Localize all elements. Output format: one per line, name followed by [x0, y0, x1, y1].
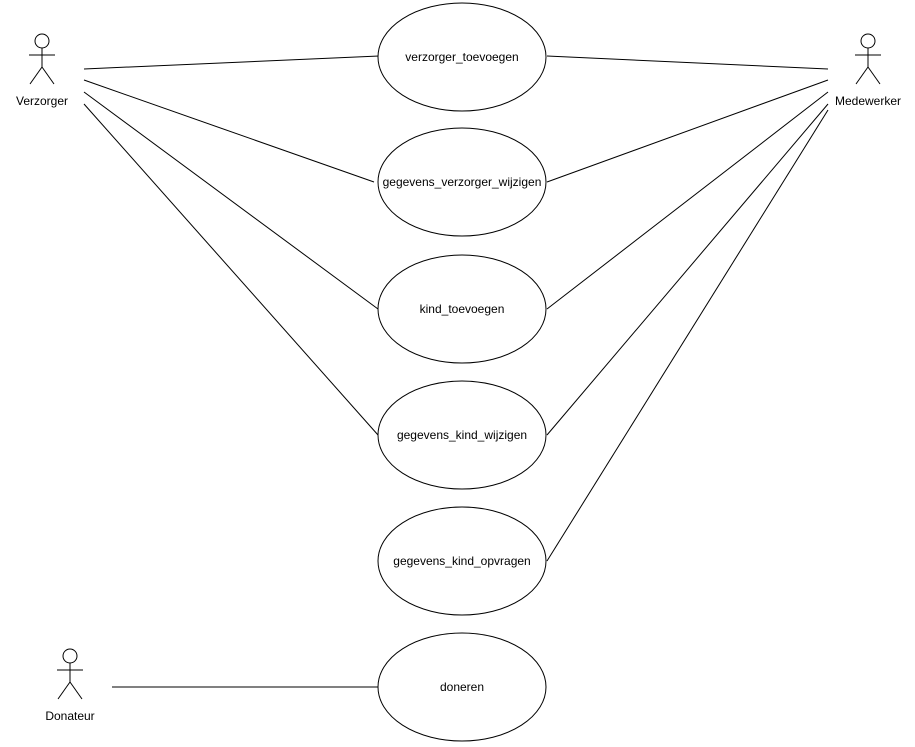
use-case-gegevens-kind-wijzigen: gegevens_kind_wijzigen — [377, 380, 547, 490]
use-case-label: gegevens_verzorger_wijzigen — [383, 175, 542, 189]
use-case-doneren: doneren — [377, 632, 547, 742]
actor-label-donateur: Donateur — [45, 709, 94, 723]
association-medewerker-gegevens-kind-wijzigen — [546, 103, 829, 436]
actor-label-medewerker: Medewerker — [835, 94, 901, 108]
association-verzorger-verzorger-toevoegen — [83, 55, 380, 70]
use-case-label: doneren — [440, 680, 484, 694]
use-case-label: kind_toevoegen — [420, 302, 505, 316]
use-case-gegevens-kind-opvragen: gegevens_kind_opvragen — [377, 506, 547, 616]
actor-verzorger — [29, 33, 55, 85]
use-case-verzorger-toevoegen: verzorger_toevoegen — [377, 2, 547, 112]
association-medewerker-verzorger-toevoegen — [546, 55, 829, 70]
association-verzorger-gegevens-kind-wijzigen — [83, 103, 379, 436]
association-medewerker-gegevens-kind-opvragen — [546, 109, 829, 562]
use-case-gegevens-verzorger-wijzigen: gegevens_verzorger_wijzigen — [377, 127, 547, 237]
association-verzorger-kind-toevoegen — [83, 91, 379, 310]
association-medewerker-kind-toevoegen — [546, 91, 829, 310]
association-medewerker-gegevens-verzorger-wijzigen — [546, 79, 829, 183]
actor-medewerker — [855, 33, 881, 85]
use-case-label: gegevens_kind_wijzigen — [397, 428, 527, 442]
use-case-kind-toevoegen: kind_toevoegen — [377, 254, 547, 364]
use-case-label: gegevens_kind_opvragen — [393, 554, 530, 568]
actor-donateur — [57, 648, 83, 700]
association-verzorger-gegevens-verzorger-wijzigen — [83, 79, 375, 183]
actor-label-verzorger: Verzorger — [16, 94, 68, 108]
associations — [83, 55, 829, 688]
use-case-label: verzorger_toevoegen — [405, 50, 518, 64]
